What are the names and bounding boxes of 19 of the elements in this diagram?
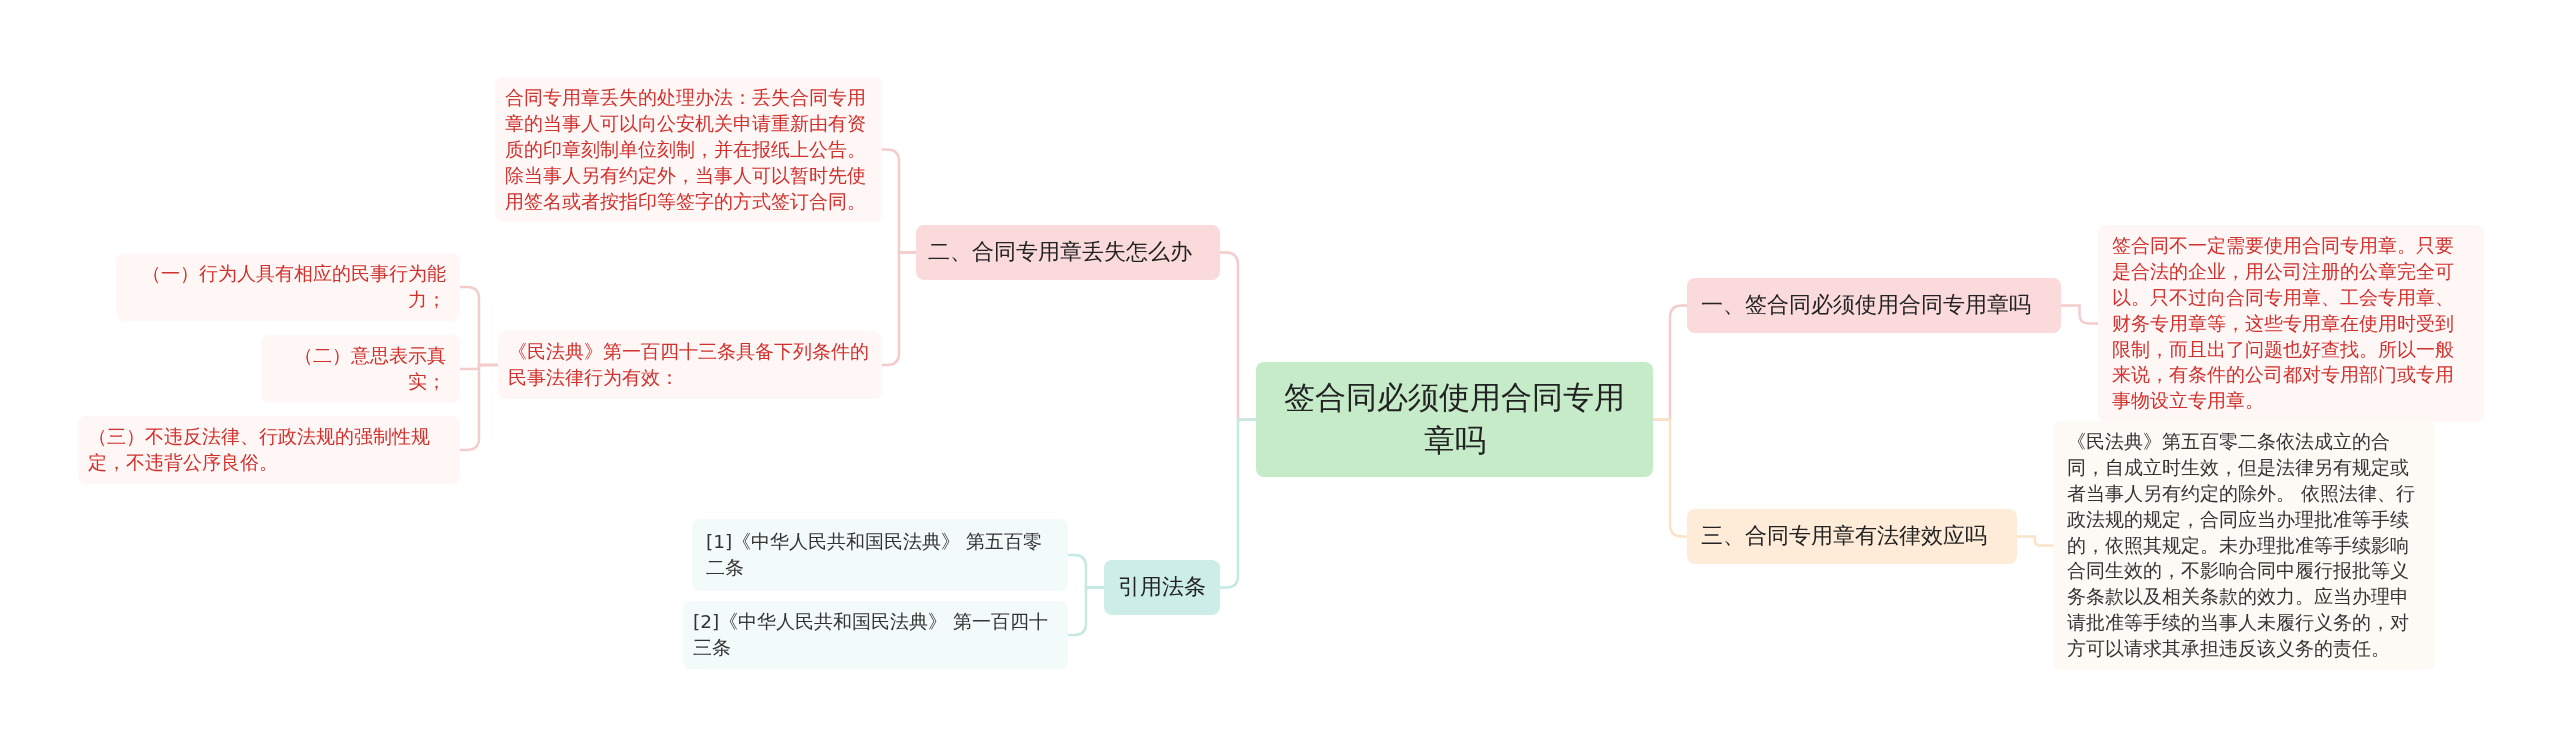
connector-line — [1068, 586, 1104, 637]
branch-topic-box: 引用法条 — [1104, 560, 1220, 615]
note-box: （一）行为人具有相应的民事行为能力； — [116, 253, 460, 321]
note-box: 合同专用章丢失的处理办法：丢失合同专用章的当事人可以向公安机关申请重新由有资质的印章刻制单位刻制，并在报纸上公告。除当事人另有约定外，当事人可以暂时先使用签名或者按指印等签字的方式签订合同。 — [495, 77, 882, 223]
note-box: 《民法典》第五百零二条依法成立的合同，自成立时生效，但是法律另有规定或者当事人另有约定的除外。 依照法律、行政法规的规定，合同应当办理批准等手续的，依照其规定。未办理批准等手续影响合同生效的，不影响合同中履行报批等义务条款以及相关条款的效力。应当办理申请批准等手续的当事人未履行义务的，对方可以请求其承担违反该义务的责任。 — [2053, 421, 2435, 670]
note-box: 签合同不一定需要使用合同专用章。只要是合法的企业，用公司注册的公章完全可以。只不过向合同专用章、工会专用章、财务专用章等，这些专用章在使用时受到限制，而且出了问题也好查找。所以一般来说，有条件的公司都对专用部门或专用事物设立专用章。 — [2098, 225, 2484, 423]
connector-line — [2017, 535, 2053, 547]
branch-topic-box: 二、合同专用章丢失怎么办 — [916, 225, 1220, 280]
connector-line — [1220, 418, 1256, 589]
note-box: 《民法典》第一百四十三条具备下列条件的民事法律行为有效： — [498, 331, 882, 399]
connector-line — [460, 363, 498, 452]
note-box: （三）不违反法律、行政法规的强制性规定，不违背公序良俗。 — [78, 416, 460, 484]
note-box: （二）意思表示真实； — [261, 335, 460, 403]
branch-topic-box: 三、合同专用章有法律效应吗 — [1687, 509, 2017, 564]
branch-topic-box: 一、签合同必须使用合同专用章吗 — [1687, 278, 2061, 333]
connector-line — [2061, 304, 2098, 325]
root-topic-box: 签合同必须使用合同专用章吗 — [1256, 362, 1653, 477]
reference-box: [2]《中华人民共和国民法典》 第一百四十三条 — [683, 601, 1068, 669]
reference-box: [1]《中华人民共和国民法典》 第五百零二条 — [692, 519, 1068, 591]
